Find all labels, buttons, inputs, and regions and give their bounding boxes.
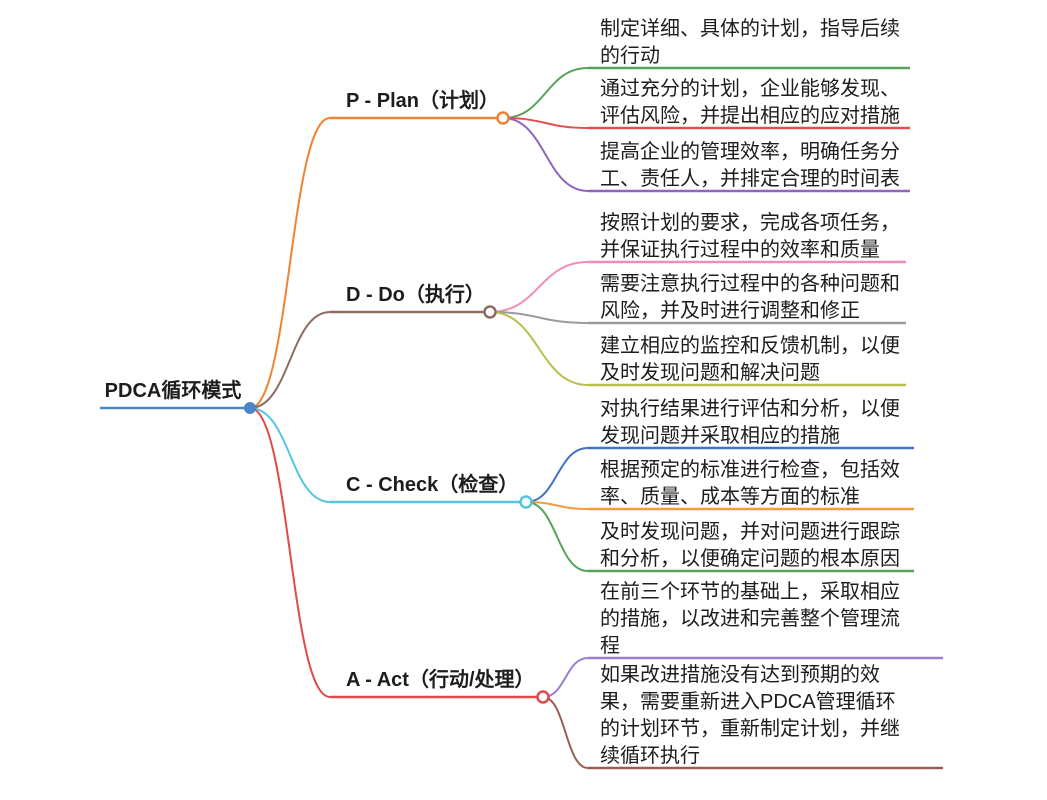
leaf-node-p-plan-1[interactable]: 制定详细、具体的计划，指导后续 的行动 bbox=[600, 18, 900, 67]
link-a-act-to-leaf-2 bbox=[542, 696, 589, 769]
toggle-circle-c-check[interactable] bbox=[519, 495, 533, 509]
link-p-plan-to-leaf-1 bbox=[502, 67, 589, 119]
link-c-check-to-leaf-1 bbox=[525, 447, 589, 503]
link-root-to-d-do bbox=[249, 311, 331, 409]
link-root-to-c-check bbox=[249, 407, 331, 503]
branch-node-p-plan[interactable]: P - Plan（计划） bbox=[346, 90, 499, 112]
branch-node-d-do[interactable]: D - Do（执行） bbox=[346, 284, 485, 306]
toggle-circle-d-do[interactable] bbox=[483, 305, 497, 319]
leaf-node-a-act-1[interactable]: 在前三个环节的基础上，采取相应 的措施，以改进和完善整个管理流 程 bbox=[600, 581, 900, 657]
leaf-node-p-plan-3[interactable]: 提高企业的管理效率，明确任务分 工、责任人，并排定合理的时间表 bbox=[600, 141, 900, 190]
link-root-to-a-act bbox=[249, 407, 331, 698]
link-root-to-p-plan bbox=[249, 117, 331, 409]
link-p-plan-to-leaf-3 bbox=[502, 117, 589, 192]
root-toggle-circle[interactable] bbox=[244, 402, 256, 414]
toggle-circle-p-plan[interactable] bbox=[496, 111, 510, 125]
link-a-act-to-leaf-1 bbox=[542, 657, 589, 698]
branch-node-a-act[interactable]: A - Act（行动/处理） bbox=[346, 669, 535, 691]
leaf-node-d-do-1[interactable]: 按照计划的要求，完成各项任务， 并保证执行过程中的效率和质量 bbox=[600, 212, 900, 261]
leaf-node-c-check-2[interactable]: 根据预定的标准进行检查，包括效 率、质量、成本等方面的标准 bbox=[600, 459, 900, 508]
toggle-circle-a-act[interactable] bbox=[536, 690, 550, 704]
link-d-do-to-leaf-2 bbox=[489, 311, 589, 324]
link-d-do-to-leaf-1 bbox=[489, 261, 589, 313]
leaf-node-a-act-2[interactable]: 如果改进措施没有达到预期的效 果，需要重新进入PDCA管理循环 的计划环节，重新… bbox=[600, 664, 900, 767]
link-c-check-to-leaf-2 bbox=[525, 501, 589, 510]
branch-node-c-check[interactable]: C - Check（检查） bbox=[346, 474, 519, 496]
link-d-do-to-leaf-3 bbox=[489, 311, 589, 386]
link-p-plan-to-leaf-2 bbox=[502, 117, 589, 129]
root-node[interactable]: PDCA循环模式 bbox=[104, 380, 242, 402]
leaf-node-c-check-3[interactable]: 及时发现问题，并对问题进行跟踪 和分析，以便确定问题的根本原因 bbox=[600, 521, 900, 570]
leaf-node-d-do-2[interactable]: 需要注意执行过程中的各种问题和 风险，并及时进行调整和修正 bbox=[600, 273, 900, 322]
leaf-node-d-do-3[interactable]: 建立相应的监控和反馈机制，以便 及时发现问题和解决问题 bbox=[600, 335, 900, 384]
link-c-check-to-leaf-3 bbox=[525, 501, 589, 572]
leaf-node-c-check-1[interactable]: 对执行结果进行评估和分析，以便 发现问题并采取相应的措施 bbox=[600, 398, 900, 447]
leaf-node-p-plan-2[interactable]: 通过充分的计划，企业能够发现、 评估风险，并提出相应的应对措施 bbox=[600, 78, 900, 127]
